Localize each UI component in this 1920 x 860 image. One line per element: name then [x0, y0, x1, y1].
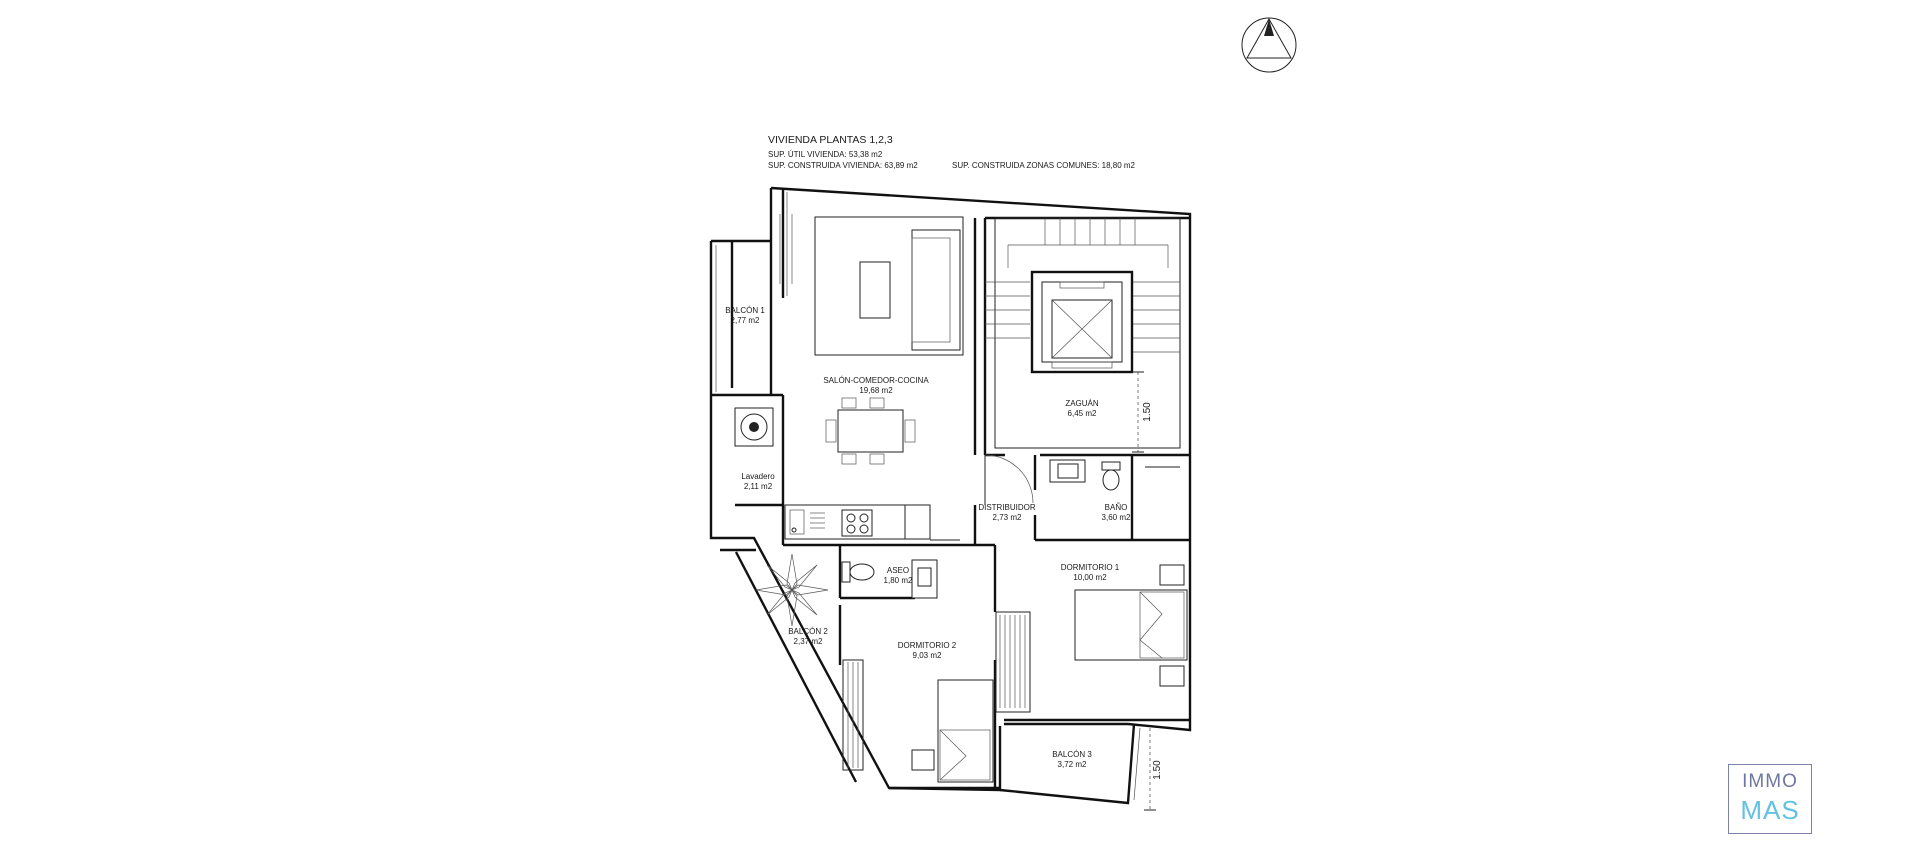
- room-name-lavadero: Lavadero: [741, 472, 775, 481]
- built-area-label: SUP. CONSTRUIDA VIVIENDA: 63,89 m2: [768, 161, 918, 170]
- room-area-balcon2: 2,37 m2: [794, 637, 823, 646]
- room-area-balcon1: 2,77 m2: [731, 316, 760, 325]
- balcony-1-railing: [715, 192, 793, 392]
- staircase: [985, 217, 1181, 449]
- dimension-marks: [1132, 371, 1156, 811]
- logo-line-2: MAS: [1740, 795, 1800, 825]
- room-area-aseo: 1,80 m2: [884, 576, 913, 585]
- dimension-label-1: 1.50: [1142, 402, 1153, 422]
- wardrobe-2: [842, 659, 864, 771]
- dining-table: [825, 397, 916, 465]
- common-area-label: SUP. CONSTRUIDA ZONAS COMUNES: 18,80 m2: [952, 161, 1136, 170]
- room-area-salon: 19,68 m2: [859, 386, 893, 395]
- immomas-logo: IMMO MAS: [1728, 764, 1812, 834]
- north-arrow-icon: [1241, 17, 1297, 73]
- room-name-balcon2: BALCÓN 2: [788, 627, 828, 636]
- single-bed: [911, 679, 994, 783]
- sofa: [814, 216, 964, 356]
- plan-title: VIVIENDA PLANTAS 1,2,3: [768, 134, 893, 146]
- room-area-balcon3: 3,72 m2: [1058, 760, 1087, 769]
- outer-walls: [709, 186, 1192, 805]
- room-area-lavadero: 2,11 m2: [744, 482, 773, 491]
- room-name-salon: SALÓN-COMEDOR-COCINA: [823, 376, 929, 385]
- kitchen-counter: [784, 504, 960, 541]
- room-area-dormitorio1: 10,00 m2: [1073, 573, 1107, 582]
- useful-area-label: SUP. ÚTIL VIVIENDA: 53,38 m2: [768, 150, 883, 159]
- room-name-balcon1: BALCÓN 1: [725, 306, 765, 315]
- room-name-dormitorio2: DORMITORIO 2: [898, 641, 957, 650]
- room-name-dormitorio1: DORMITORIO 1: [1061, 563, 1120, 572]
- room-name-aseo: ASEO: [887, 566, 909, 575]
- room-name-zaguan: ZAGUÁN: [1065, 399, 1099, 408]
- logo-line-1: IMMO: [1742, 771, 1798, 792]
- balcony-3-railing: [1133, 727, 1141, 801]
- entrance-door: [984, 454, 1034, 505]
- dimension-label-2: 1.50: [1152, 760, 1163, 780]
- room-area-dormitorio2: 9,03 m2: [913, 651, 942, 660]
- elevator-icon: [1030, 270, 1134, 374]
- room-name-balcon3: BALCÓN 3: [1052, 750, 1092, 759]
- wardrobe: [995, 611, 1031, 713]
- room-name-bano: BAÑO: [1105, 503, 1128, 512]
- double-bed: [1074, 564, 1188, 687]
- room-area-zaguan: 6,45 m2: [1068, 409, 1097, 418]
- plant-icon: [755, 553, 829, 627]
- room-area-distribuidor: 2,73 m2: [993, 513, 1022, 522]
- bathroom-fixtures: [1049, 459, 1180, 491]
- toilet-fixtures: [841, 559, 938, 599]
- room-name-distribuidor: DISTRIBUIDOR: [978, 503, 1036, 512]
- washing-machine-icon: [734, 407, 774, 447]
- room-area-bano: 3,60 m2: [1102, 513, 1131, 522]
